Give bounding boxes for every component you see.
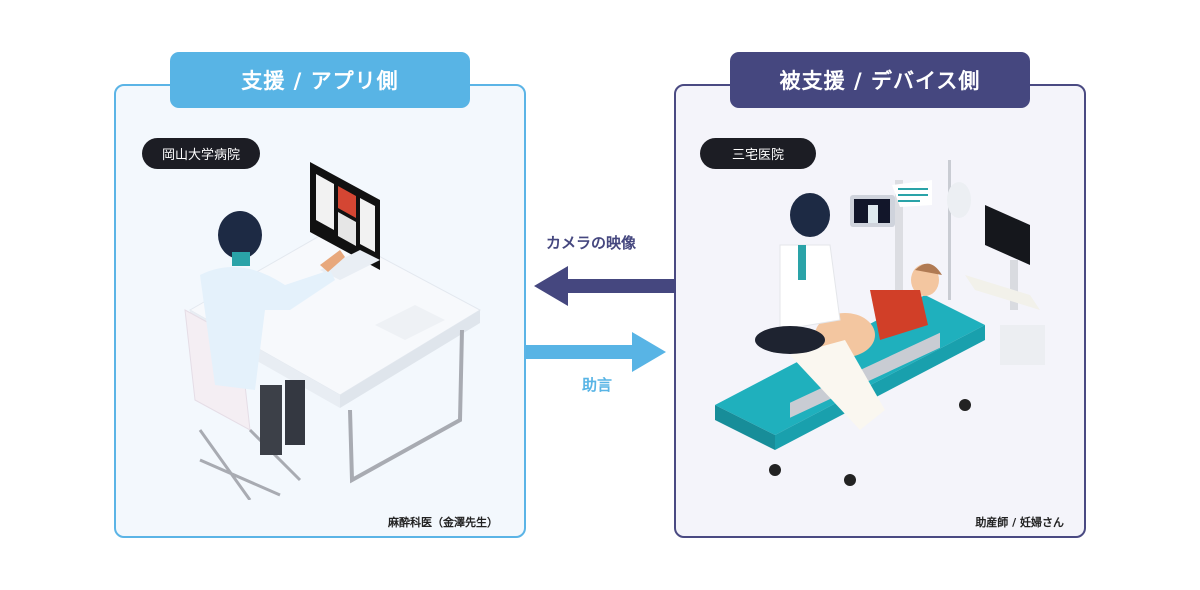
doctor-at-desk-illustration — [184, 162, 482, 500]
okayama-hospital-label: 岡山大学病院 — [142, 138, 260, 169]
miyake-clinic-label: 三宅医院 — [700, 138, 816, 169]
anesthesiologist-caption: 麻酔科医（金澤先生） — [388, 516, 498, 529]
advice-label: 助言 — [582, 376, 613, 394]
midwife-pregnant-woman-caption: 助産師 / 妊婦さん — [975, 516, 1064, 529]
support-app-side-header: 支援 / アプリ側 — [170, 52, 470, 108]
midwife-patient-bed-illustration — [715, 160, 1045, 486]
advice-arrow-icon — [526, 332, 666, 372]
camera-feed-label: カメラの映像 — [546, 234, 637, 252]
supported-device-side-header: 被支援 / デバイス側 — [730, 52, 1030, 108]
camera-feed-arrow-icon — [534, 266, 676, 306]
